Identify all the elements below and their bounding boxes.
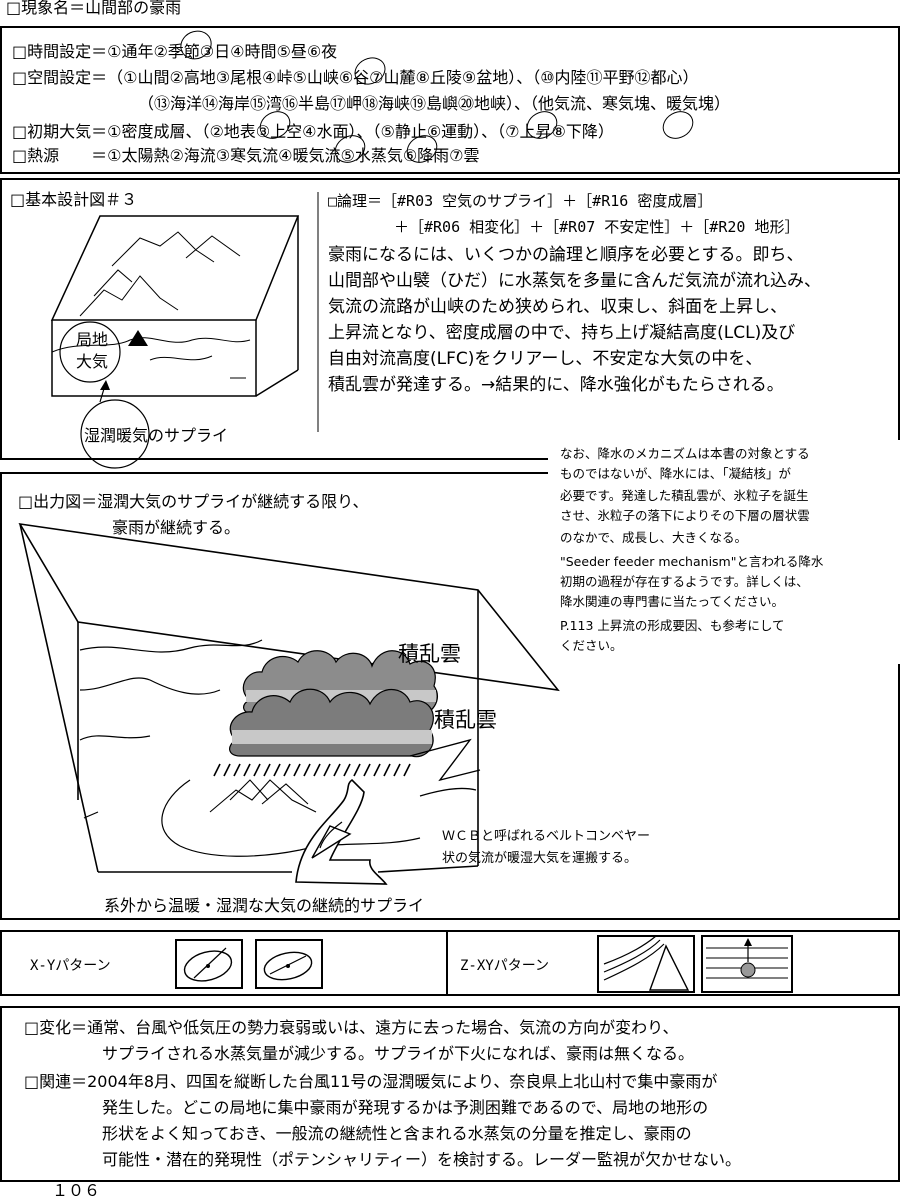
space-setting-1: □空間設定＝（①山間②高地③尾根④峠⑤山峡⑥谷⑦山麓⑧丘陵⑨盆地）、（⑩内陸⑪平… (12, 68, 699, 87)
logic-line-1: □論理＝［#R03 空気のサプライ］＋［#R16 密度成層］ (328, 192, 713, 210)
local-peak-icon (128, 330, 148, 346)
output-box (0, 472, 900, 920)
note-line: ください。 (560, 638, 623, 653)
label-local: 局地 (76, 330, 109, 349)
logic-body-4: 上昇流となり、密度成層の中で、持ち上げ凝結高度(LCL)及び (328, 323, 796, 343)
space-setting-2: （⑬海洋⑭海岸⑮湾⑯半島⑰岬⑱海峡⑲島嶼⑳地峡）、（他気流、寒気塊、暖気塊） (138, 94, 731, 113)
design-heading: □基本設計図＃３ (10, 190, 138, 209)
output-line-1: □出力図＝湿潤大気のサプライが継続する限り、 (18, 492, 369, 511)
logic-body-2: 山間部や山襞（ひだ）に水蒸気を多量に含んだ気流が流れ込み、 (328, 271, 821, 291)
page-title: □現象名＝山間部の豪雨 (6, 0, 182, 17)
note-line: ものではないが、降水には、「凝結核」が (560, 466, 792, 481)
heat-source: □熱源 ＝①太陽熱②海流③寒気流④暖気流⑤水蒸気⑥降雨⑦雲 (12, 146, 480, 165)
logic-body-1: 豪雨になるには、いくつかの論理と順序を必要とする。即ち、 (328, 245, 804, 265)
design-box (0, 178, 900, 460)
relation-line-1: □関連＝2004年8月、四国を縦断した台風11号の湿潤暖気により、奈良県上北山村… (24, 1072, 718, 1091)
output-line-2: 豪雨が継続する。 (112, 518, 241, 537)
logic-line-2: ＋［#R06 相変化］＋［#R07 不安定性］＋［#R20 地形］ (394, 218, 800, 236)
cloud-label-1: 積乱雲 (398, 642, 461, 666)
zxy-pattern-label: Z-XYパターン (460, 958, 550, 974)
change-line-1: □変化＝通常、台風や低気圧の勢力衰弱或いは、遠方に去った場合、気流の方向が変わり… (24, 1018, 679, 1037)
xy-pattern-icon-2 (255, 939, 323, 989)
change-box (0, 1006, 900, 1182)
logic-body-5: 自由対流高度(LFC)をクリアーし、不安定な大気の中を、 (328, 349, 763, 369)
cloud-label-2: 積乱雲 (434, 708, 497, 732)
note-line: 必要です。発達した積乱雲が、氷粒子を誕生 (560, 488, 809, 503)
time-setting: □時間設定＝①通年②季節③日④時間⑤昼⑥夜 (12, 42, 338, 61)
label-air: 大気 (76, 352, 109, 371)
zxy-pattern-icon-1 (597, 935, 695, 993)
note-line: 降水関連の専門書に当たってください。 (560, 594, 785, 609)
relation-line-3: 形状をよく知っておき、一般流の継続性と含まれる水蒸気の分量を推定し、豪雨の (102, 1124, 692, 1143)
xy-pattern-icon-1 (175, 939, 243, 989)
note-line: なお、降水のメカニズムは本書の対象とする (560, 446, 810, 461)
cumulonimbus-2 (229, 688, 434, 758)
relation-line-2: 発生した。どこの局地に集中豪雨が発現するかは予測困難であるので、局地の地形の (102, 1098, 709, 1117)
settings-box: □時間設定＝①通年②季節③日④時間⑤昼⑥夜 □空間設定＝（①山間②高地③尾根④峠… (0, 25, 900, 174)
zxy-pattern-icon-2 (701, 935, 793, 993)
note-line: のなかで、成長し、大きくなる。 (560, 530, 748, 545)
initial-atmosphere: □初期大気＝①密度成層、（②地表③上空④水面）、（⑤静止⑥運動）、（⑦上昇⑧下降… (12, 122, 614, 141)
page-number: １０６ (52, 1181, 101, 1200)
wcb-line-1: ＷＣＢと呼ばれるベルトコンベヤー (442, 829, 651, 844)
change-line-2: サプライされる水蒸気量が減少する。サプライが下火になれば、豪雨は無くなる。 (102, 1044, 695, 1063)
note-line: "Seeder feeder mechanism"と言われる降水 (560, 554, 824, 569)
note-line: させ、氷粒子の落下によりその下層の層状雲 (560, 508, 810, 523)
output-caption: 系外から温暖・湿潤な大気の継続的サプライ (104, 896, 425, 915)
logic-body-3: 気流の流路が山峡のため狭められ、収束し、斜面を上昇し、 (328, 297, 788, 317)
patterns-divider (446, 930, 448, 996)
note-box: なお、降水のメカニズムは本書の対象とする ものではないが、降水には、「凝結核」が… (548, 440, 900, 664)
xy-pattern-label: X-Yパターン (30, 958, 111, 974)
wcb-line-2: 状の気流が暖湿大気を運搬する。 (442, 851, 638, 866)
supply-label: 湿潤暖気のサプライ (84, 426, 229, 445)
relation-line-4: 可能性・潜在的発現性（ポテンシャリティー）を検討する。レーダー監視が欠かせない。 (102, 1150, 742, 1169)
patterns-box (0, 930, 900, 996)
note-line: P.113 上昇流の形成要因、も参考にして (560, 618, 785, 633)
logic-body-6: 積乱雲が発達する。→結果的に、降水強化がもたらされる。 (328, 375, 784, 395)
note-line: 初期の過程が存在するようです。詳しくは、 (560, 574, 809, 589)
